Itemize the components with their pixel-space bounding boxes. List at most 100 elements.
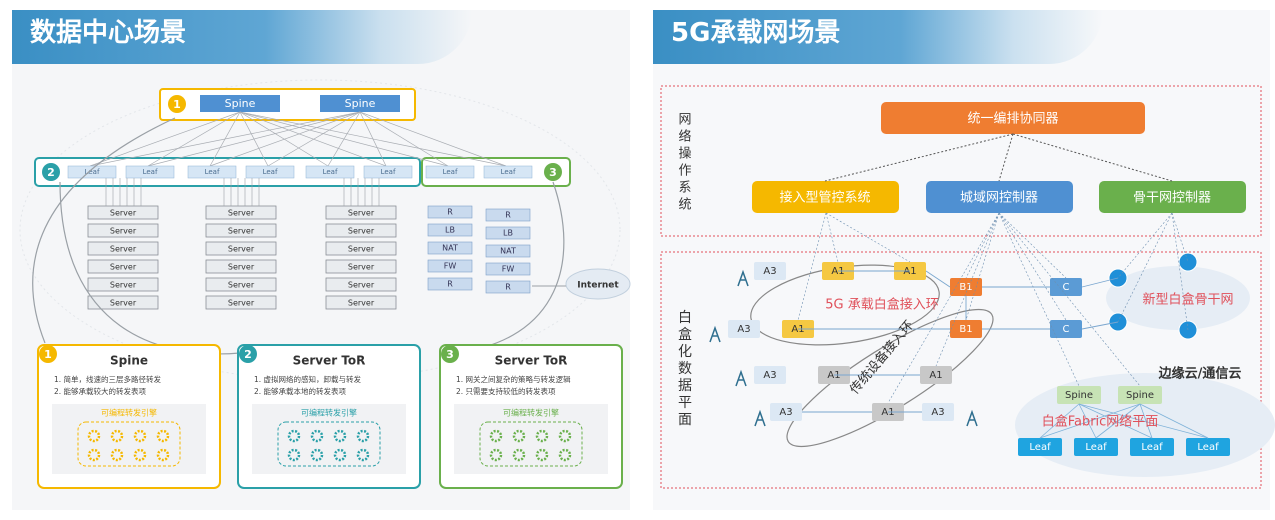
leaf-switch — [425, 165, 475, 179]
node-b1 — [950, 278, 982, 296]
mesh-link — [209, 111, 361, 167]
server — [87, 277, 159, 292]
server-label: Server — [228, 263, 255, 272]
server-label: Server — [228, 209, 255, 218]
badge-2-label: 2 — [47, 166, 55, 179]
node-a3 — [922, 403, 954, 421]
engine-frame — [77, 421, 181, 467]
mesh-link — [147, 111, 241, 167]
badge-3-label: 3 — [549, 166, 557, 179]
mesh-link — [267, 111, 361, 167]
gear-icon — [512, 448, 526, 462]
appliance-label: LB — [503, 229, 513, 238]
server — [205, 277, 277, 292]
card-line: 1. 简单，线速的三层多路径转发 — [54, 374, 162, 384]
gear-icon — [333, 448, 347, 462]
antenna-icon — [966, 409, 978, 427]
gear-icon — [133, 429, 147, 443]
card-badge — [441, 345, 459, 363]
server-label: Server — [110, 263, 137, 272]
gear-icon — [356, 448, 370, 462]
gear-icon — [310, 448, 324, 462]
fabric-label: 白盒Fabric网络平面 — [1042, 414, 1159, 430]
gear-icon — [156, 448, 170, 462]
fabric-link — [1039, 403, 1141, 439]
node-a1-label: A1 — [831, 266, 844, 277]
server — [325, 241, 397, 256]
node-a3-label: A3 — [763, 266, 776, 277]
node-a3-label: A3 — [763, 370, 776, 381]
router-icon — [1178, 320, 1198, 340]
plane-label-char: 数 — [678, 361, 692, 377]
os-label-char: 操 — [678, 146, 691, 162]
appliance-label: FW — [502, 265, 515, 274]
controller-label: 骨干网控制器 — [1133, 191, 1211, 206]
gear-icon — [156, 429, 170, 443]
server — [205, 259, 277, 274]
control-link — [998, 212, 1141, 387]
control-link — [998, 212, 1080, 387]
server — [87, 295, 159, 310]
bg-ellipse — [19, 79, 621, 381]
mesh-link — [327, 111, 361, 167]
card-line: 2. 只需要支持较低的转发表项 — [456, 386, 556, 396]
server-label: Server — [110, 245, 137, 254]
os-label-char: 络 — [678, 129, 691, 145]
leaf-switch — [125, 165, 175, 179]
plane-label-char: 据 — [678, 378, 692, 394]
fabric-link — [1078, 403, 1209, 439]
server-label: Server — [348, 227, 375, 236]
leaf-switch — [245, 165, 295, 179]
leaf-switch-label: Leaf — [85, 168, 100, 176]
mesh-link — [147, 111, 361, 167]
engine-frame — [479, 421, 583, 467]
server — [205, 241, 277, 256]
antenna-icon — [737, 269, 749, 287]
appliance — [427, 259, 473, 273]
leaf-switch — [187, 165, 237, 179]
leaf-switch-label: Leaf — [381, 168, 396, 176]
datacenter-title: 数据中心场景 — [12, 10, 472, 64]
gear-icon — [489, 429, 503, 443]
gear-icon — [87, 448, 101, 462]
controller-label: 城域网控制器 — [960, 191, 1038, 206]
control-link — [1171, 212, 1189, 263]
gear-icon — [287, 448, 301, 462]
node-a3 — [754, 262, 786, 280]
leaf-switch — [363, 165, 413, 179]
mesh-link — [89, 111, 241, 167]
mesh-link — [359, 111, 387, 167]
node-c-label: C — [1063, 324, 1070, 335]
card-badge — [39, 345, 57, 363]
card-badge-label: 3 — [446, 348, 454, 361]
antenna-icon — [735, 369, 747, 387]
5g-diagram: 网络操作系统白盒化数据平面统一编排协同器接入型管控系统城域网控制器骨干网控制器A… — [660, 85, 1275, 489]
server-label: Server — [228, 299, 255, 308]
gear-icon — [558, 448, 572, 462]
server — [205, 205, 277, 220]
node-a3 — [770, 403, 802, 421]
card-title: Spine — [110, 354, 148, 368]
server-label: Server — [348, 281, 375, 290]
leaf-switch-label: Leaf — [263, 168, 278, 176]
5g-title: 5G承载网场景 — [653, 10, 1103, 64]
network-link — [1081, 321, 1119, 330]
server-label: Server — [348, 245, 375, 254]
gear-icon — [356, 429, 370, 443]
node-spine-label: Spine — [1065, 390, 1093, 401]
os-label-char: 网 — [678, 113, 691, 128]
node-spine-label: Spine — [1126, 390, 1154, 401]
card-line: 2. 能够承载本地的转发表项 — [254, 386, 347, 396]
appliance — [427, 241, 473, 255]
fabric-link — [1095, 403, 1141, 439]
node-c — [1050, 320, 1082, 338]
control-link — [998, 212, 1067, 279]
controller-box — [1099, 181, 1246, 213]
orchestrator-link — [1012, 133, 1173, 182]
gear-icon — [110, 429, 124, 443]
appliance-label: NAT — [442, 244, 458, 253]
appliance — [427, 205, 473, 219]
node-b1 — [950, 320, 982, 338]
server-label: Server — [228, 227, 255, 236]
gear-icon — [558, 429, 572, 443]
